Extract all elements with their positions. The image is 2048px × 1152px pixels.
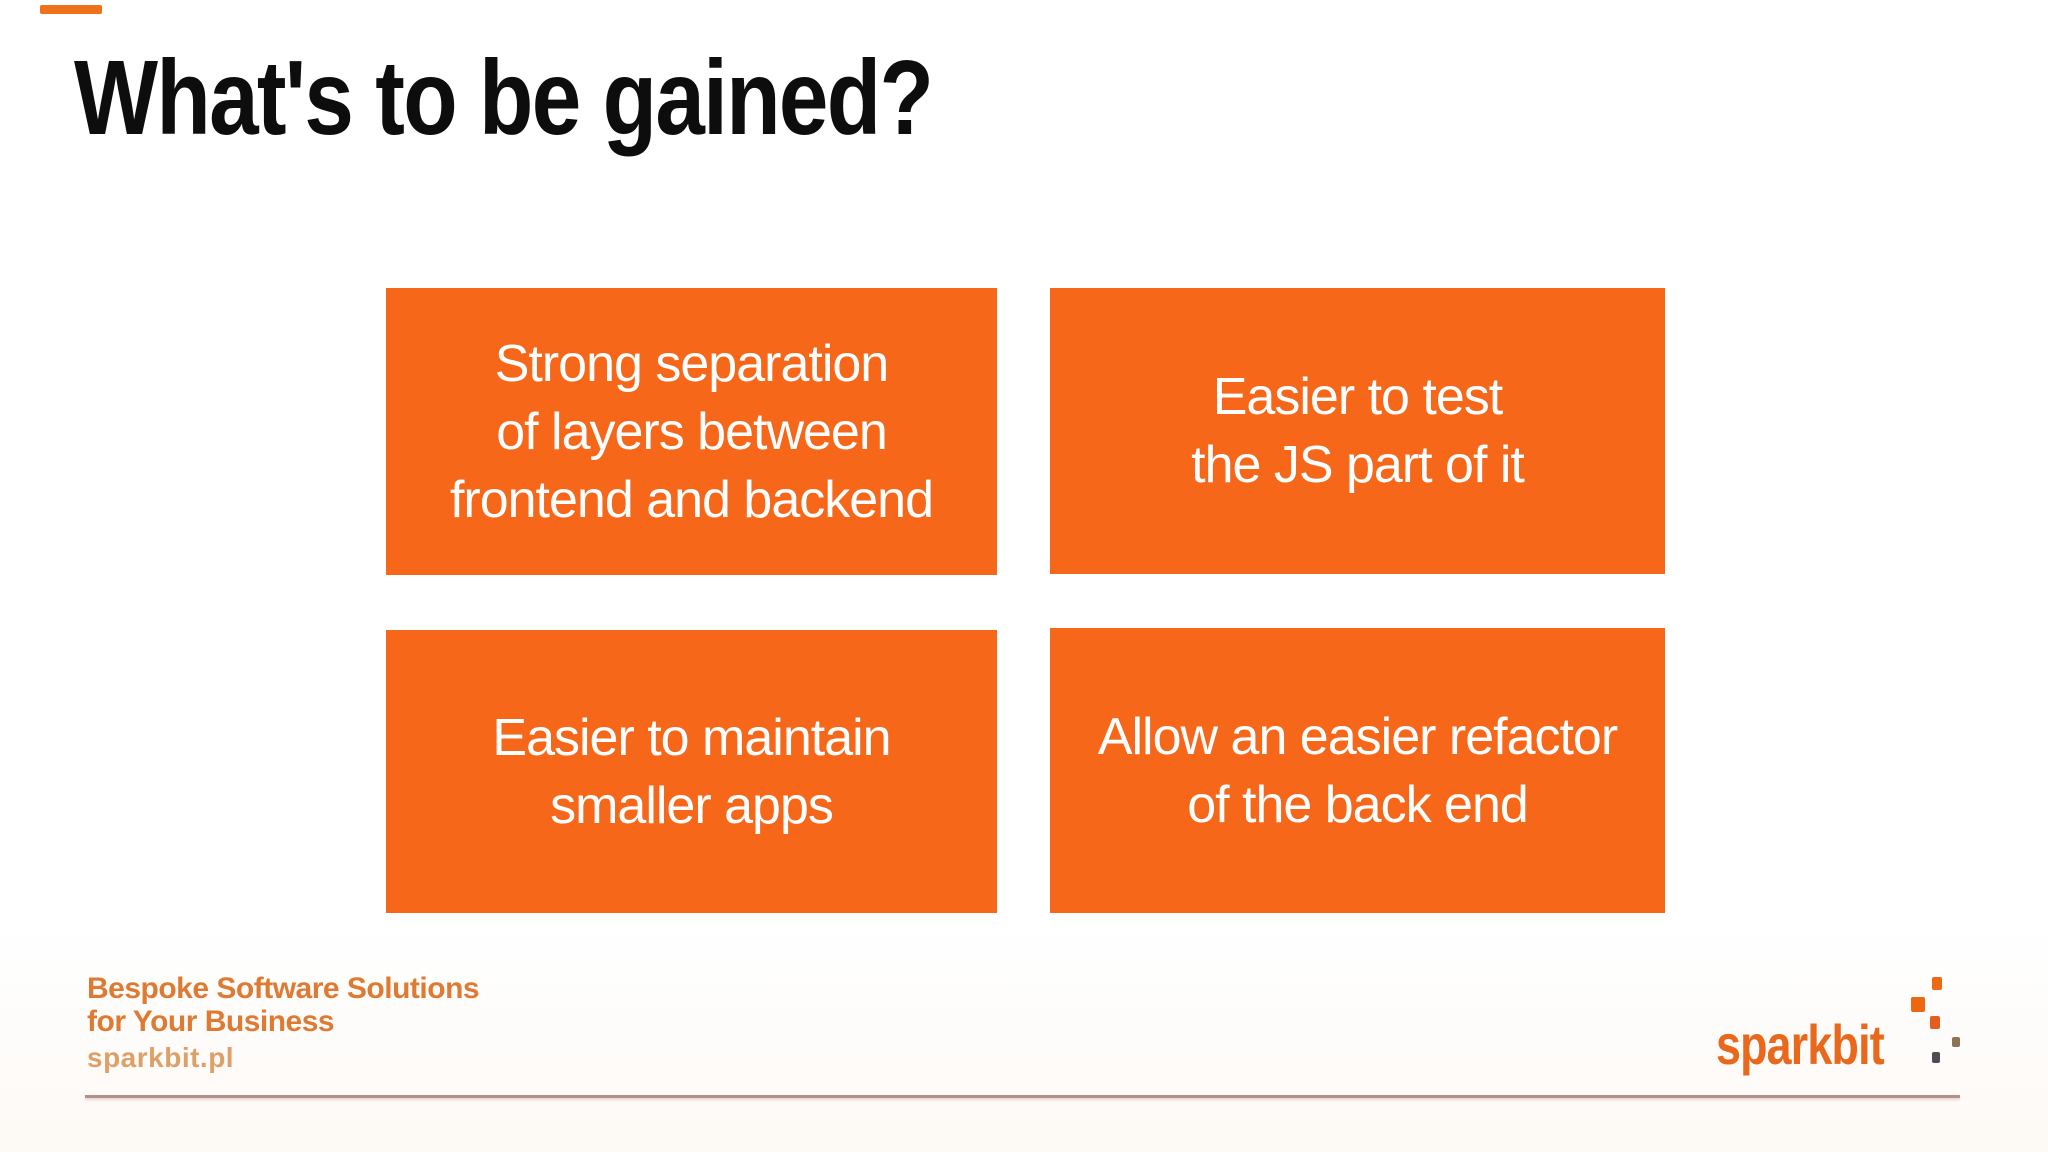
slide-top-accent-dash xyxy=(40,5,102,14)
logo-spark-dot-icon-1 xyxy=(1932,977,1942,990)
footer-tagline-line2: for Your Business xyxy=(87,1005,335,1038)
benefit-card-strong-separation: Strong separation of layers between fron… xyxy=(386,288,997,575)
benefit-card-text: Easier to test the JS part of it xyxy=(1191,368,1525,494)
footer-divider-line xyxy=(85,1095,1960,1098)
benefit-card-text: Easier to maintain smaller apps xyxy=(492,708,891,835)
footer-tagline: Bespoke Software Solutions for Your Busi… xyxy=(87,972,480,1038)
logo-spark-dot-icon-2 xyxy=(1911,997,1925,1012)
benefit-card-text: Strong separation of layers between fron… xyxy=(449,334,934,529)
benefit-card-easier-to-test: Easier to test the JS part of it xyxy=(1050,288,1665,574)
footer-tagline-line1: Bespoke Software Solutions xyxy=(87,972,480,1005)
benefit-card-easier-to-maintain: Easier to maintain smaller apps xyxy=(386,630,997,913)
logo-spark-dot-icon-5 xyxy=(1932,1052,1940,1063)
slide-title: What's to be gained? xyxy=(74,39,934,157)
benefit-card-text: Allow an easier refactor of the back end xyxy=(1097,707,1618,834)
sparkbit-logo-text: sparkbit xyxy=(1716,1013,1885,1076)
benefit-card-easier-refactor: Allow an easier refactor of the back end xyxy=(1050,628,1665,913)
logo-spark-dot-icon-4 xyxy=(1952,1037,1960,1047)
footer-website: sparkbit.pl xyxy=(87,1042,235,1073)
logo-spark-dot-icon-3 xyxy=(1930,1016,1940,1029)
